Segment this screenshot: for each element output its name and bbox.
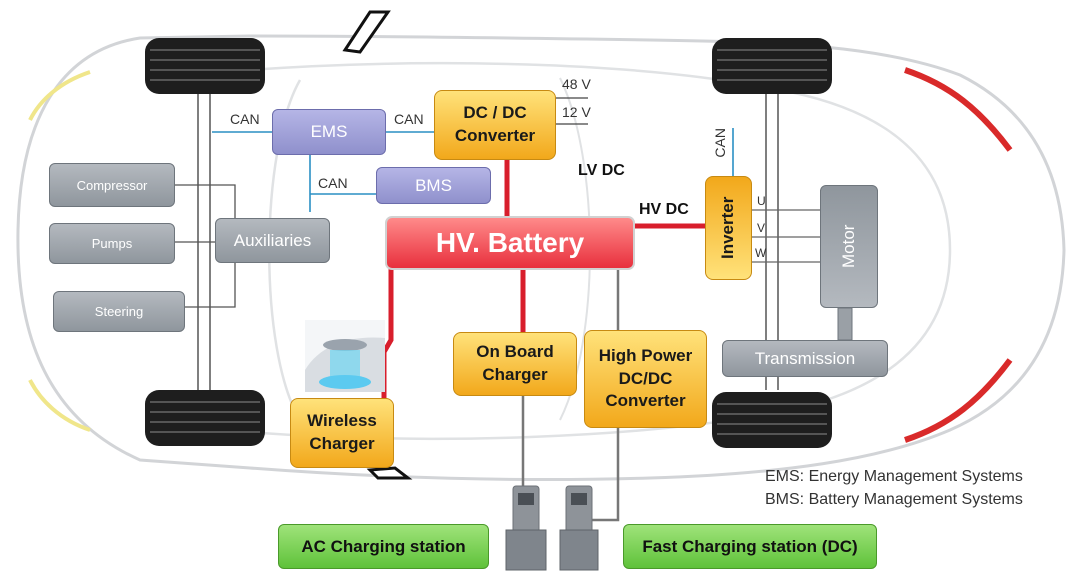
- hv-battery-box: HV. Battery: [385, 216, 635, 270]
- inverter-box: Inverter: [705, 176, 752, 280]
- auxiliaries-box: Auxiliaries: [215, 218, 330, 263]
- lv-dc-label: LV DC: [578, 162, 625, 179]
- legend-ems: EMS: Energy Management Systems: [765, 468, 1023, 485]
- dc-charging-post: [559, 485, 599, 571]
- headlight-right-lower: [904, 358, 1013, 443]
- steering-box: Steering: [53, 291, 185, 332]
- phase-w-label: W: [755, 246, 767, 260]
- ac-charging-post: [505, 485, 547, 571]
- bms-box: BMS: [376, 167, 491, 204]
- motor-shaft: [837, 307, 853, 341]
- transmission-box: Transmission: [722, 340, 888, 377]
- tires: [145, 38, 832, 448]
- wireless-charger-box: Wireless Charger: [290, 398, 394, 468]
- tire-front-right: [712, 38, 832, 94]
- hv-dc-label: HV DC: [639, 201, 689, 218]
- tail-light-left-lower: [28, 379, 91, 432]
- headlight-right-upper: [904, 67, 1013, 152]
- can-label-bms: CAN: [318, 175, 348, 191]
- can-label-inverter: CAN: [712, 128, 728, 158]
- voltage-48v-label: 48 V: [562, 76, 591, 92]
- ems-box: EMS: [272, 109, 386, 155]
- fast-charging-station-box: Fast Charging station (DC): [623, 524, 877, 569]
- onboard-charger-box: On Board Charger: [453, 332, 577, 396]
- can-bus-lines: [212, 128, 734, 212]
- aux-wires: [175, 184, 236, 308]
- mirror-top: [342, 10, 391, 54]
- can-label-ems-right: CAN: [394, 111, 424, 127]
- lv-output-lines: [556, 97, 588, 125]
- ac-charging-station-box: AC Charging station: [278, 524, 489, 569]
- legend-bms: BMS: Battery Management Systems: [765, 491, 1023, 508]
- pumps-box: Pumps: [49, 223, 175, 264]
- wireless-pad-image: [305, 320, 385, 392]
- tire-rear-left: [145, 390, 265, 446]
- dc-cables: [521, 268, 620, 522]
- tire-rear-right: [712, 392, 832, 448]
- can-label-ems-left: CAN: [230, 111, 260, 127]
- phase-u-label: U: [757, 194, 766, 208]
- phase-v-label: V: [757, 221, 766, 235]
- mirror-bottom: [366, 466, 413, 480]
- voltage-12v-label: 12 V: [562, 104, 591, 120]
- tail-light-left: [28, 70, 91, 121]
- dcdc-converter-box: DC / DC Converter: [434, 90, 556, 160]
- tire-front-left: [145, 38, 265, 94]
- motor-box: Motor: [820, 185, 878, 308]
- compressor-box: Compressor: [49, 163, 175, 207]
- high-power-dcdc-box: High Power DC/DC Converter: [584, 330, 707, 428]
- phase-lines: [752, 209, 820, 263]
